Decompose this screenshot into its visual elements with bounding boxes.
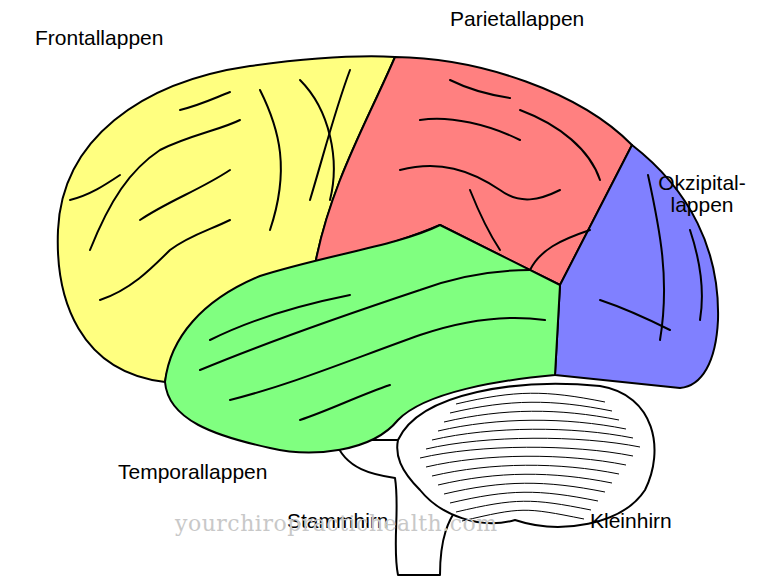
sulci — [70, 70, 702, 420]
part-label: Kleinhirn — [590, 510, 672, 532]
lobe-label: Parietallappen — [450, 8, 584, 30]
lobe-label: Frontallappen — [35, 27, 163, 49]
cerebellum-folia — [420, 393, 640, 521]
lobe-label: Temporallappen — [118, 461, 267, 483]
cerebellum — [397, 384, 654, 527]
watermark: yourchiropractichealth.com — [175, 512, 498, 535]
lobe-label: Okzipital- lappen — [652, 172, 752, 216]
temporal-lobe — [165, 225, 560, 452]
